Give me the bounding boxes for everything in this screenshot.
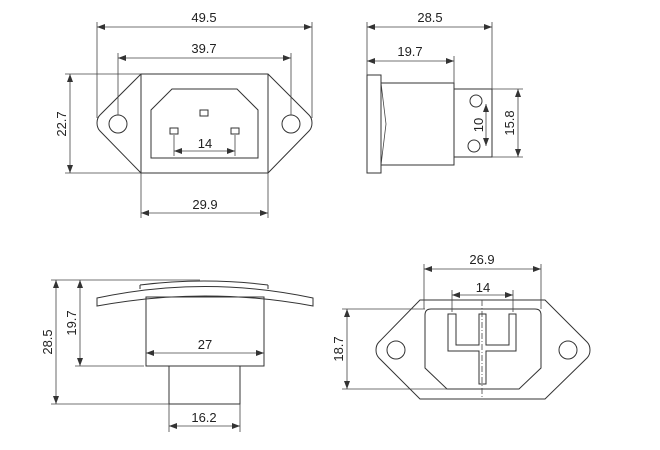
dim-width: 26.9 — [469, 252, 494, 267]
dim-pin-spacing: 14 — [476, 280, 490, 295]
dim-height: 18.7 — [331, 336, 346, 361]
terminal — [469, 94, 483, 108]
dim-depth-body: 19.7 — [397, 44, 422, 59]
dim-pin-spacing: 14 — [198, 136, 212, 151]
socket-outline — [150, 88, 259, 159]
rear-block — [168, 365, 241, 405]
live-pin — [169, 127, 179, 135]
dim-depth-overall: 28.5 — [40, 329, 55, 354]
front-view: 49.5 39.7 14 22.7 29.9 — [54, 10, 313, 218]
dim-terminal-spacing: 10 — [471, 118, 486, 132]
mounting-plate — [375, 299, 591, 400]
mounting-hole — [386, 340, 406, 360]
mounting-hole — [558, 340, 578, 360]
dim-hole-spacing: 39.7 — [191, 41, 216, 56]
dim-depth-overall: 28.5 — [417, 10, 442, 25]
dim-body-width: 29.9 — [192, 197, 217, 212]
side-view: 28.5 19.7 10 15.8 — [366, 10, 523, 174]
body — [380, 82, 455, 166]
socket-outline — [424, 308, 542, 390]
curved-flange — [96, 286, 314, 307]
cap — [139, 280, 269, 289]
mounting-hole — [281, 114, 301, 134]
mounting-hole — [108, 114, 128, 134]
terminal — [467, 139, 481, 153]
dim-width-overall: 49.5 — [191, 10, 216, 25]
dim-height: 22.7 — [54, 111, 69, 136]
bottom-view: 28.5 19.7 27 16.2 — [40, 279, 314, 432]
pin-terminals — [447, 313, 517, 385]
dim-depth-body: 19.7 — [64, 310, 79, 335]
flange-bevel — [380, 82, 387, 166]
neutral-pin — [230, 127, 240, 135]
earth-pin — [199, 109, 209, 117]
dim-rear-width: 16.2 — [191, 410, 216, 425]
dim-terminal-block-height: 15.8 — [502, 110, 517, 135]
terminal-block — [453, 88, 493, 158]
dim-body-width: 27 — [198, 337, 212, 352]
rear-view: 26.9 14 18.7 — [331, 252, 591, 400]
body — [145, 296, 265, 367]
flange — [366, 74, 382, 174]
